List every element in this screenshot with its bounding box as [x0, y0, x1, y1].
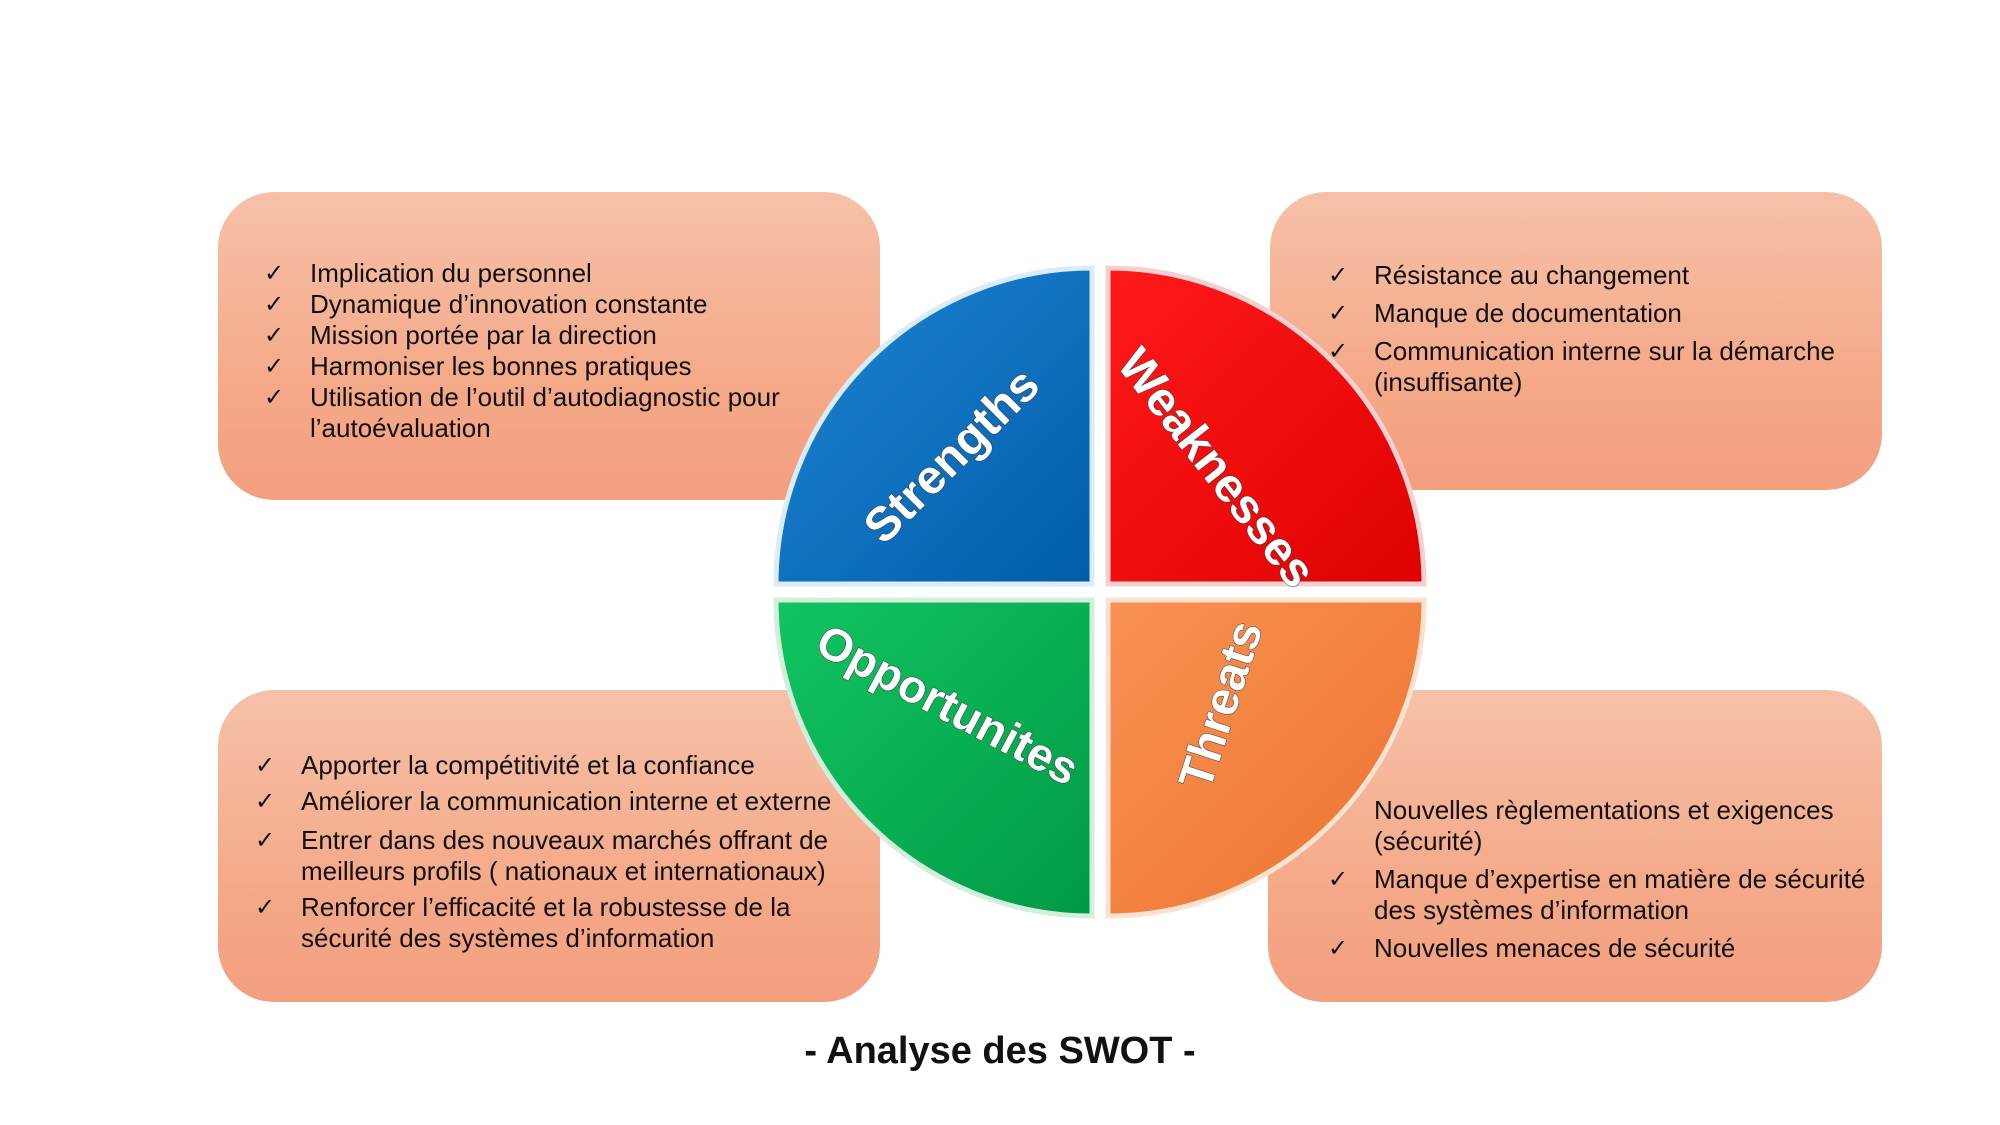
opportunities-quadrant: [773, 597, 1095, 919]
check-mark-icon: ✓: [264, 321, 285, 349]
swot-wheel: Strengths Weaknesses Opportunites Threat…: [773, 265, 1427, 919]
threats-quadrant: [1105, 597, 1427, 919]
list-item: ✓Apporter la compétitivité et la confian…: [255, 750, 755, 780]
diagram-caption: - Analyse des SWOT -: [804, 1030, 1196, 1072]
opportunities-box: [218, 690, 880, 1002]
list-item: ✓Manque de documentation: [1328, 298, 1682, 328]
list-item: ✓Communication interne sur la démarche (…: [1328, 336, 1835, 397]
check-mark-icon: ✓: [1328, 261, 1349, 289]
list-item: ✓Harmoniser les bonnes pratiques: [264, 351, 692, 381]
check-mark-icon: ✓: [1328, 299, 1349, 327]
check-mark-icon: ✓: [264, 383, 285, 411]
check-mark-icon: ✓: [264, 259, 285, 287]
opportunities-list: ✓Apporter la compétitivité et la confian…: [255, 750, 875, 959]
weaknesses-list: ✓Résistance au changement ✓Manque de doc…: [1328, 260, 1868, 405]
check-mark-icon: ✓: [255, 787, 276, 815]
weaknesses-quadrant: [1105, 265, 1427, 587]
check-mark-icon: ✓: [255, 751, 276, 779]
list-item: ✓Implication du personnel: [264, 258, 592, 288]
strengths-list: ✓Implication du personnel ✓Dynamique d’i…: [264, 258, 864, 444]
list-item: ✓Mission portée par la direction: [264, 320, 657, 350]
check-mark-icon: ✓: [1328, 934, 1349, 962]
check-mark-icon: ✓: [255, 893, 276, 921]
list-item: ✓Nouvelles règlementations et exigences …: [1328, 795, 1868, 857]
list-item: ✓Dynamique d’innovation constante: [264, 289, 708, 319]
list-item: ✓Résistance au changement: [1328, 260, 1690, 290]
check-mark-icon: ✓: [255, 826, 276, 854]
check-mark-icon: ✓: [264, 352, 285, 380]
list-item: ✓Nouvelles menaces de sécurité: [1328, 933, 1736, 963]
check-mark-icon: ✓: [1328, 865, 1349, 893]
list-item: ✓Manque d’expertise en matière de sécuri…: [1328, 864, 1866, 925]
check-mark-icon: ✓: [264, 290, 285, 318]
strengths-box: [218, 192, 880, 500]
list-item: ✓Utilisation de l’outil d’autodiagnostic…: [264, 382, 780, 443]
list-item: ✓Améliorer la communication interne et e…: [255, 786, 832, 816]
strengths-quadrant: [773, 265, 1095, 587]
list-item: ✓Renforcer l’efficacité et la robustesse…: [255, 892, 791, 953]
list-item: ✓Entrer dans des nouveaux marchés offran…: [255, 825, 829, 886]
check-mark-icon: ✓: [1328, 337, 1349, 365]
threats-list: ✓Nouvelles règlementations et exigences …: [1328, 795, 1868, 971]
